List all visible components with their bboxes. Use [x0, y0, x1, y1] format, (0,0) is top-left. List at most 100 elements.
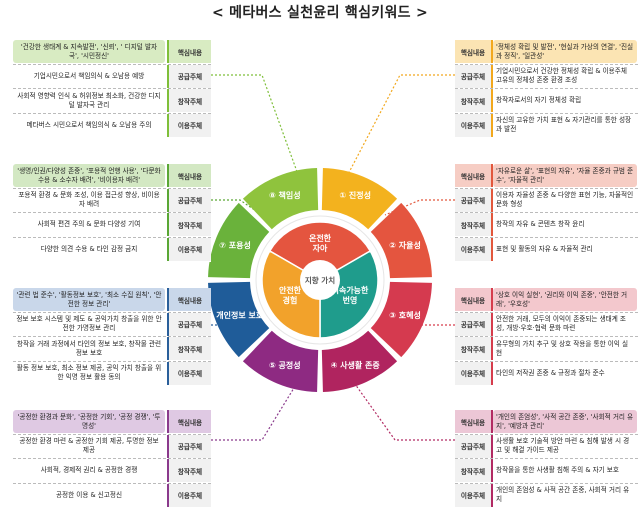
row-text: 다양한 의견 수용 & 타인 감정 금지	[40, 244, 138, 253]
row-text: 자신의 고유한 가치 표현 & 자기관리를 통한 성장과 발전	[496, 116, 632, 133]
row-divider	[13, 311, 211, 313]
connector-line	[211, 369, 306, 441]
core-content-row: '정체성 확립 및 발전', '현실과 가상의 연결', '진실과 정직', '…	[455, 40, 640, 63]
core-content-row: '상호 이익 실현', '권리와 이익 존중', '안전한 거래', '우호성'…	[455, 288, 640, 311]
row-label: 공급주체	[167, 312, 211, 336]
row-label: 공급주체	[455, 434, 493, 458]
row-divider	[455, 236, 640, 238]
center-top-label: 자아	[313, 243, 328, 253]
keyword-box-private-life: '개인의 존엄성', '사적 공간 존중', '사회적 거리 유지', '예방과…	[455, 410, 640, 508]
row-divider	[13, 360, 211, 362]
row-text: 기업시민으로서 책임의식 & 오남용 예방	[33, 71, 145, 80]
row-label: 창작주체	[455, 459, 493, 482]
row-divider	[455, 212, 640, 213]
actor-row: 안전한 거래, 모두의 이익이 존중되는 생태계 조성, 개방·우호·협력 문화…	[455, 312, 640, 336]
keyword-box-fairness: '공정한 환경과 문화', '공정한 기회', '공정 경쟁', '투명성'핵심…	[13, 410, 211, 508]
row-text: 창작을 거래 과정에서 타인의 정보 보호, 창작물 관련 정보 보호	[16, 339, 162, 357]
row-text: 정보 보호 시스템 및 제도 & 공익가치 창출을 위한 안전한 가명정보 관리	[16, 315, 162, 332]
core-content-row: '공정한 환경과 문화', '공정한 기회', '공정 경쟁', '투명성'핵심…	[13, 410, 211, 433]
row-text: 공정한 환경 마련 & 공정한 기회 제공, 투명한 정보 제공	[19, 437, 159, 454]
row-divider	[13, 63, 211, 65]
actor-row: 다양한 의견 수용 & 타인 감정 금지 이용주체	[13, 237, 211, 261]
row-label: 이용주체	[167, 361, 211, 385]
actor-row: 창작을 거래 과정에서 타인의 정보 보호, 창작물 관련 정보 보호 창작주체	[13, 337, 211, 360]
actor-row: 정보 보호 시스템 및 제도 & 공익가치 창출을 위한 안전한 가명정보 관리…	[13, 312, 211, 336]
actor-row: 공정한 이용 & 신고정신 이용주체	[13, 483, 211, 507]
petal-label: ⑥ 개인정보 보호	[207, 310, 264, 320]
row-divider	[455, 482, 640, 484]
row-text: 창작물을 통한 사생활 침해 주의 & 자기 보호	[496, 466, 619, 475]
keyword-box-privacy: '관련 법 준수', '활동정보 보호', '최소 수집 원칙', '안전한 정…	[13, 288, 211, 386]
row-text: 개인의 존엄성 & 사적 공간 존중, 사회적 거리 유지	[496, 486, 630, 503]
row-label: 공급주체	[455, 64, 493, 88]
keyword-box-authenticity: '정체성 확립 및 발전', '현실과 가상의 연결', '진실과 정직', '…	[455, 40, 640, 138]
petal-label: ⑤ 공정성	[269, 360, 301, 370]
row-text: 공정한 이용 & 신고정신	[55, 490, 123, 499]
petal-label: ④ 사생활 존중	[331, 360, 381, 370]
keyword-box-responsibility: '건강한 생태계 & 지속발전', '신뢰', ' 디지털 발자국', '시민정…	[13, 40, 211, 138]
row-divider	[13, 433, 211, 435]
row-label: 이용주체	[167, 483, 211, 507]
row-text: '정체성 확립 및 발전', '현실과 가상의 연결', '진실과 정직', '…	[493, 40, 637, 63]
row-text: 메타버스 시민으로서 책임의식 & 오남용 주의	[26, 120, 152, 129]
keyword-box-reciprocity: '상호 이익 실현', '권리와 이익 존중', '안전한 거래', '우호성'…	[455, 288, 640, 386]
center-left-label: 안전한	[279, 285, 302, 295]
row-label: 창작주체	[167, 213, 211, 236]
keyword-box-autonomy: '자유로운 삶', '표현의 자유', '자율 존중과 규범 준수', '자율적…	[455, 164, 640, 262]
row-text: 기업시민으로서 건강한 정체성 확립 & 이용주체 고유의 정체성 존중 환경 …	[496, 67, 627, 84]
row-label: 공급주체	[455, 188, 493, 212]
row-label: 핵심내용	[455, 288, 493, 311]
actor-row: 기업시민으로서 건강한 정체성 확립 & 이용주체 고유의 정체성 존중 환경 …	[455, 64, 640, 88]
row-divider	[455, 63, 640, 65]
row-text: '개인의 존엄성', '사적 공간 존중', '사회적 거리 유지', '예방과…	[493, 410, 637, 433]
row-text: 유무형의 가치 추구 및 상호 작용을 통한 이익 실현	[496, 339, 629, 357]
center-left-label: 경험	[283, 295, 298, 305]
row-label: 창작주체	[167, 337, 211, 360]
row-label: 공급주체	[167, 434, 211, 458]
row-divider	[455, 433, 640, 435]
actor-row: 활동 정보 보호, 최소 정보 제공, 공익 가치 창출을 위한 익명 정보 활…	[13, 361, 211, 385]
petal-label: ⑧ 책임성	[269, 190, 301, 200]
core-content-row: '건강한 생태계 & 지속발전', '신뢰', ' 디지털 발자국', '시민정…	[13, 40, 211, 63]
row-text: 타인의 저작권 존중 & 규정과 절차 준수	[496, 368, 605, 377]
row-text: '관련 법 준수', '활동정보 보호', '최소 수집 원칙', '안전한 정…	[13, 288, 165, 311]
row-label: 핵심내용	[167, 40, 211, 63]
row-label: 이용주체	[167, 237, 211, 261]
row-text: 표현 및 활동의 자유 & 자율적 관리	[496, 244, 593, 253]
row-divider	[13, 336, 211, 337]
row-label: 공급주체	[167, 64, 211, 88]
petal-segment	[321, 330, 398, 392]
row-label: 핵심내용	[455, 410, 493, 433]
row-text: '건강한 생태계 & 지속발전', '신뢰', ' 디지털 발자국', '시민정…	[13, 40, 165, 63]
row-label: 핵심내용	[455, 164, 493, 187]
row-label: 공급주체	[455, 312, 493, 336]
row-label: 핵심내용	[455, 40, 493, 63]
row-label: 공급주체	[167, 188, 211, 212]
row-label: 핵심내용	[167, 410, 211, 433]
row-text: 사회적 영향력 인식 & 허위정보 최소화, 건강한 디지털 발자국 관리	[17, 91, 161, 109]
petal-segment	[208, 281, 270, 358]
row-label: 창작주체	[455, 89, 493, 112]
row-divider	[455, 88, 640, 89]
row-label: 핵심내용	[167, 164, 211, 187]
petal-label: ① 진정성	[339, 190, 371, 200]
petal-label: ③ 호혜성	[389, 310, 421, 320]
row-label: 창작주체	[167, 459, 211, 482]
row-label: 창작주체	[455, 213, 493, 236]
actor-row: 사생활 보호 기술적 방안 마련 & 침해 발생 시 경고 및 해결 가이드 제…	[455, 434, 640, 458]
row-divider	[13, 88, 211, 89]
connector-line	[344, 369, 455, 441]
row-text: 안전한 거래, 모두의 이익이 존중되는 생태계 조성, 개방·우호·협력 문화…	[496, 315, 626, 332]
petal-label: ⑦ 포용성	[219, 240, 251, 250]
